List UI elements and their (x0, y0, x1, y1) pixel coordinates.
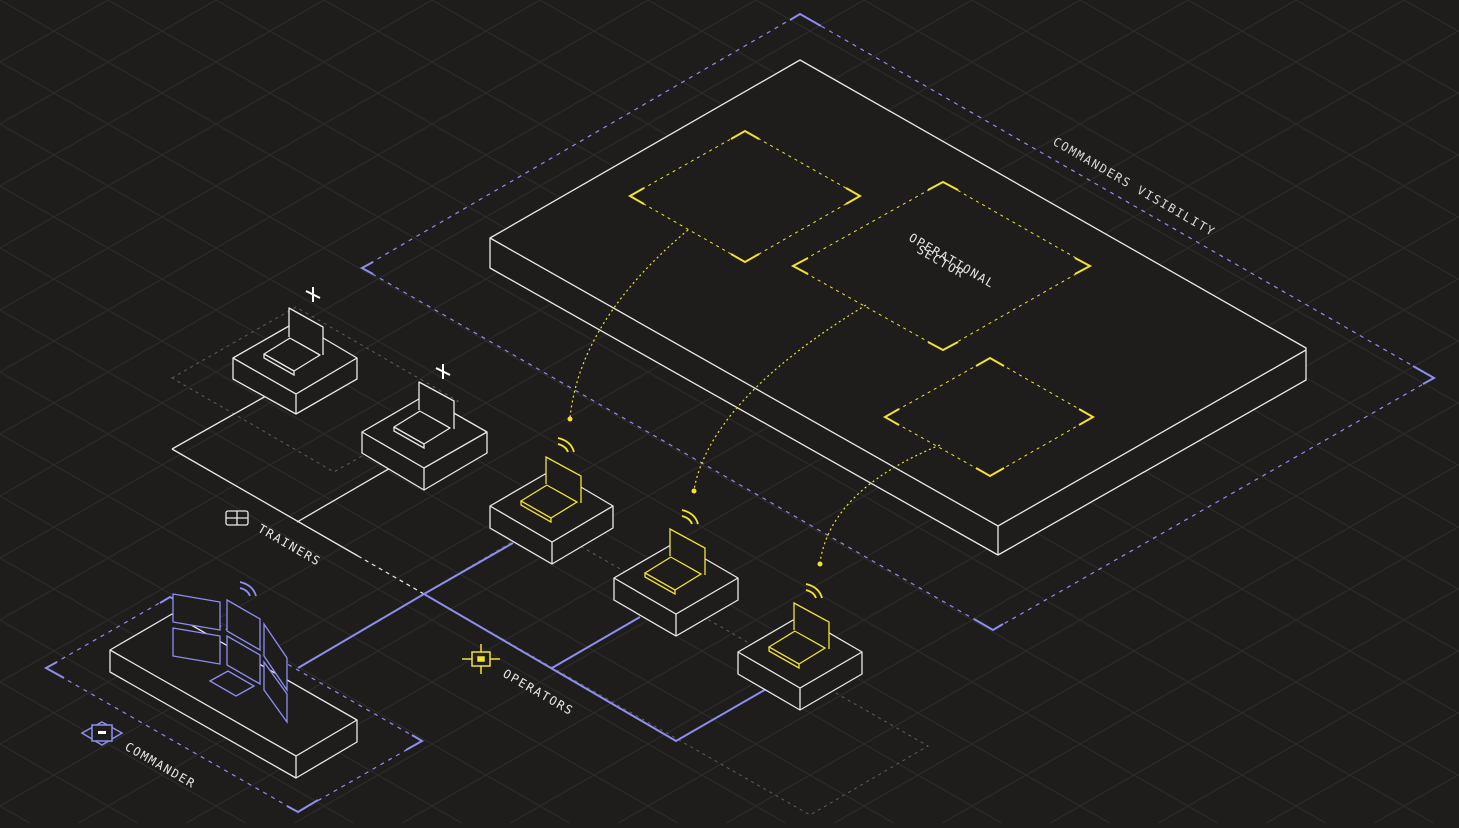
operational-sector-platform (489, 59, 1307, 556)
crosshair-node-icon (462, 644, 500, 674)
wifi-signal-icon (805, 583, 823, 599)
operator-sector-links (569, 229, 941, 564)
grid-icon (225, 510, 249, 526)
commander-area (43, 595, 424, 814)
plus-icon (435, 364, 451, 379)
commander-station[interactable] (109, 581, 358, 779)
operator-station-2[interactable] (613, 509, 739, 637)
plus-icon (305, 287, 321, 302)
trainer-station-2[interactable] (361, 364, 488, 491)
trainer-station-1[interactable] (232, 287, 358, 415)
operator-station-1[interactable] (489, 437, 614, 565)
link-endpoints (567, 416, 823, 567)
minus-node-icon (80, 721, 124, 746)
wifi-signal-icon (681, 509, 699, 525)
sector-zone-3 (882, 356, 1096, 478)
wifi-signal-icon (557, 437, 575, 453)
wifi-signal-icon (239, 581, 257, 597)
operators-group (297, 523, 929, 816)
monitor-array (172, 593, 288, 725)
operator-station-3[interactable] (737, 583, 863, 711)
trainers-group (170, 306, 460, 595)
sector-zone-1 (627, 129, 863, 264)
